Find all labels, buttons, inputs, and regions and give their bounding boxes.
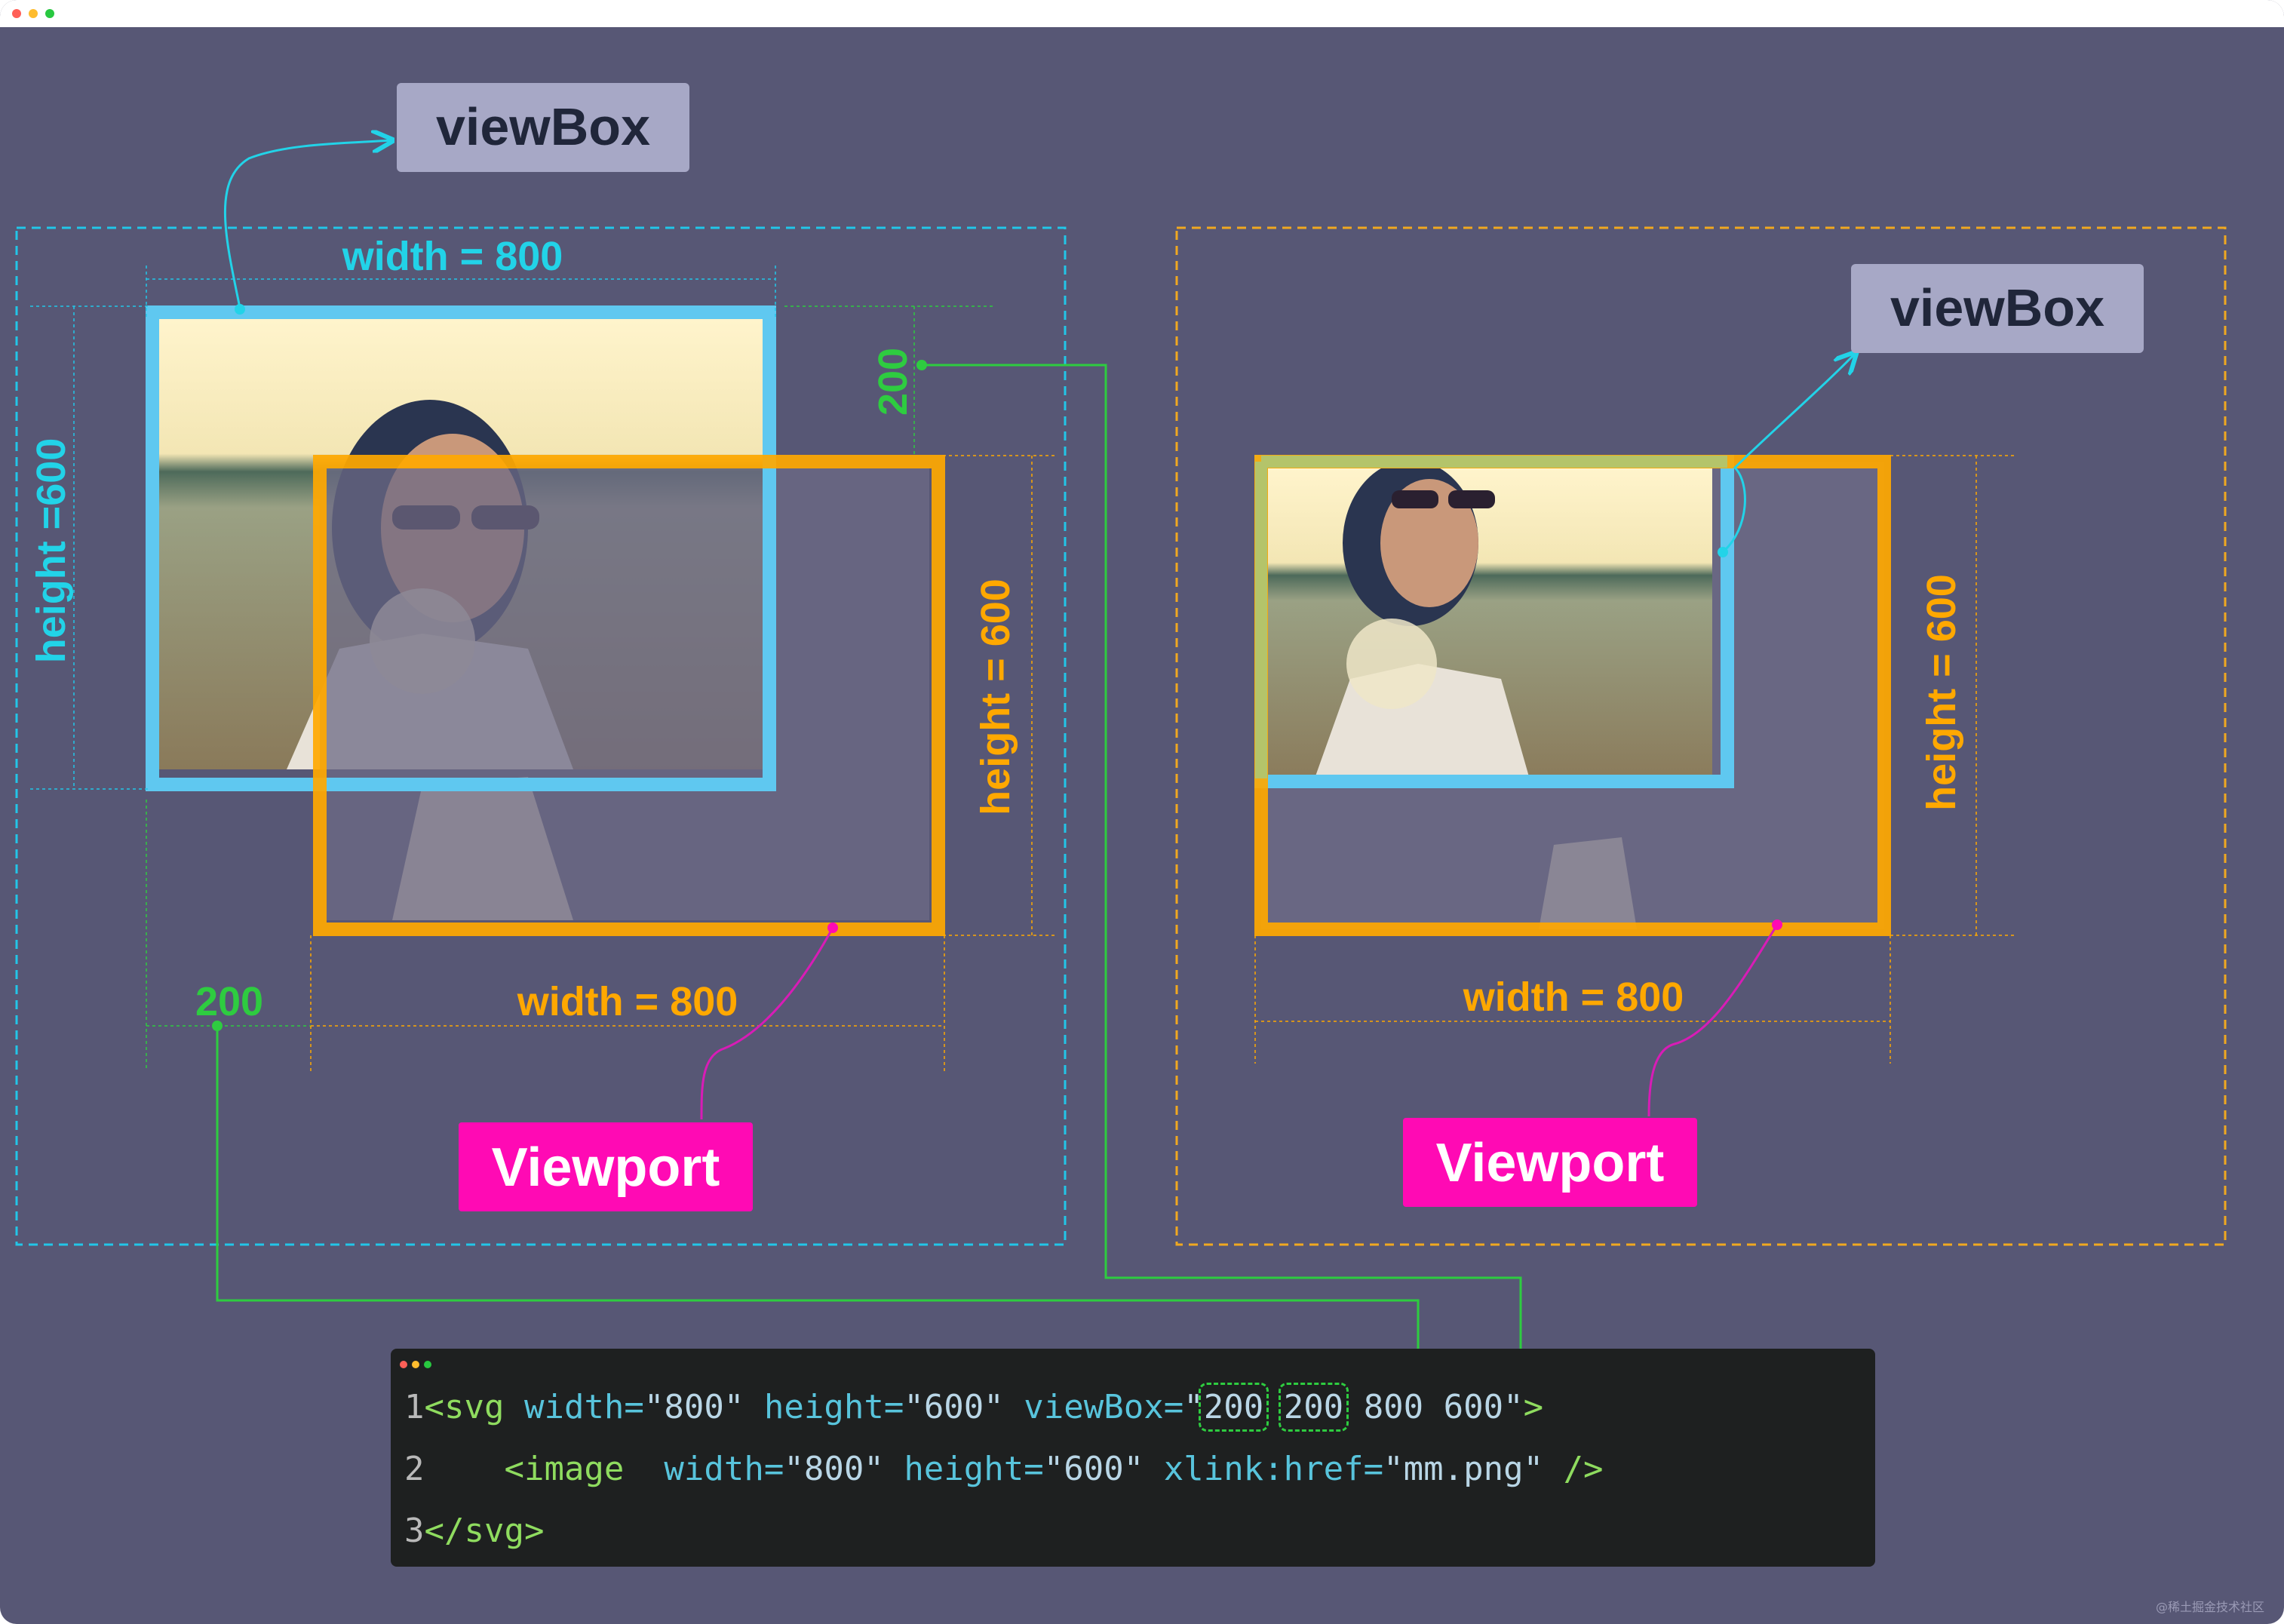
right-viewport-width-label: width = 800	[1463, 975, 1684, 1020]
viewbox-attr: viewBox	[1024, 1388, 1164, 1426]
width-value: "800"	[643, 1388, 744, 1426]
left-offset-y-label: 200	[870, 348, 916, 416]
viewbox-size: 800 600"	[1363, 1388, 1524, 1426]
image-close-tag: />	[1563, 1450, 1604, 1488]
title-bar	[0, 0, 2284, 27]
image-open-tag: <image	[504, 1450, 625, 1488]
width-attr: width	[523, 1388, 625, 1426]
watermark: @稀土掘金技术社区	[2155, 1600, 2264, 1614]
left-offset-x-label: 200	[195, 979, 263, 1024]
right-viewbox-label: viewBox	[1890, 278, 2104, 337]
left-viewport-connector	[700, 927, 834, 1120]
left-viewbox-frame	[146, 305, 776, 791]
offset-y-anchor	[916, 360, 927, 370]
offset-x-anchor	[212, 1021, 223, 1031]
right-viewport-anchor	[1772, 919, 1782, 930]
left-viewport-label-box	[459, 1122, 753, 1211]
code-panel: 1<svg width="800" height="600" viewBox="…	[391, 1349, 1875, 1567]
left-viewport-guides	[310, 455, 1056, 1071]
left-viewbox-width-label: width = 800	[342, 234, 563, 279]
left-viewport-width-label: width = 800	[517, 979, 738, 1024]
height-attr: height	[763, 1388, 884, 1426]
width-value: "800"	[784, 1450, 884, 1488]
height-attr: height	[904, 1450, 1024, 1488]
right-viewbox-label-box	[1851, 264, 2144, 353]
code-close-dot	[400, 1361, 407, 1368]
code-line-2: 2 <image width="800" height="600" xlink:…	[404, 1450, 1604, 1488]
left-viewport-anchor	[827, 923, 838, 933]
right-viewbox-anchor	[1718, 547, 1728, 557]
left-viewport-height-label: height = 600	[973, 579, 1018, 815]
line-number: 3	[404, 1512, 425, 1550]
href-value: "mm.png"	[1383, 1450, 1544, 1488]
minimize-dot[interactable]	[29, 9, 38, 18]
right-photo	[1267, 460, 1712, 929]
right-viewport-height-label: height = 600	[1919, 574, 1964, 811]
close-dot[interactable]	[12, 9, 21, 18]
href-attr: href	[1283, 1450, 1364, 1488]
left-viewport-frame	[313, 455, 945, 936]
left-offset-guides	[146, 305, 996, 1071]
offset-y-connector	[922, 364, 1522, 1380]
svg-close-tag: </svg>	[424, 1512, 545, 1550]
right-overlap-left	[1255, 462, 1267, 778]
left-viewbox-anchor	[235, 304, 245, 315]
right-viewport-guides	[1254, 455, 2014, 1064]
right-viewport-label: Viewport	[1436, 1133, 1665, 1193]
left-viewbox-guides	[30, 266, 776, 790]
left-viewbox-label-box	[397, 83, 689, 172]
svg-tag-close: >	[1523, 1388, 1544, 1426]
right-viewport-connector	[1647, 924, 1779, 1117]
left-viewbox-height-label: height =600	[29, 438, 74, 664]
left-panel-frame	[15, 226, 1067, 1246]
code-line-1: 1<svg width="800" height="600" viewBox="…	[404, 1383, 1544, 1432]
right-viewbox-connector	[1722, 353, 1856, 554]
code-minimize-dot	[412, 1361, 419, 1368]
left-viewbox-label: viewBox	[436, 97, 650, 156]
viewbox-min-y: 200	[1278, 1383, 1349, 1432]
left-viewport-label: Viewport	[492, 1137, 720, 1198]
svg-open-tag: <svg	[424, 1388, 505, 1426]
left-viewbox-connector	[224, 140, 392, 309]
width-attr: width	[664, 1450, 764, 1488]
right-panel-frame	[1175, 226, 2227, 1246]
height-value: "600"	[904, 1388, 1004, 1426]
right-overlap-top	[1261, 456, 1727, 468]
line-number: 2	[404, 1450, 425, 1488]
right-viewport-label-box	[1403, 1118, 1697, 1207]
height-value: "600"	[1043, 1450, 1144, 1488]
code-zoom-dot	[424, 1361, 431, 1368]
zoom-dot[interactable]	[45, 9, 54, 18]
offset-x-connector	[216, 1026, 1420, 1380]
viewbox-min-x: 200	[1198, 1383, 1269, 1432]
viewbox-quote: "	[1183, 1388, 1204, 1426]
left-viewport-fill	[320, 468, 929, 920]
href-namespace: xlink	[1163, 1450, 1264, 1488]
line-number: 1	[404, 1388, 425, 1426]
code-line-3: 3</svg>	[404, 1509, 544, 1554]
